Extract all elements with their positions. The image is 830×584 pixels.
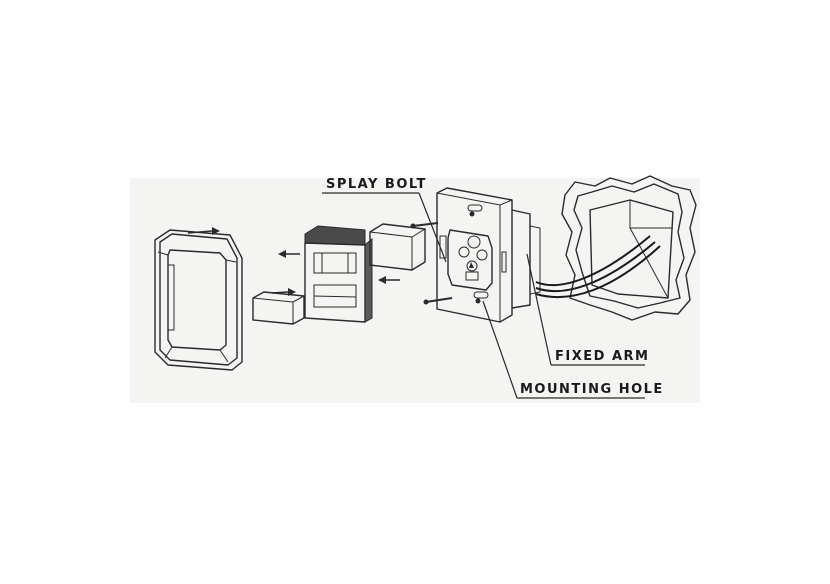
- arrow-insert-left: [378, 276, 400, 284]
- arrow-button-right: [271, 288, 296, 296]
- arrow-frame-left: [278, 250, 300, 258]
- leader-mounting-hole: [482, 300, 645, 399]
- splay-bolt-top: [410, 222, 439, 229]
- mounting-plate: [436, 187, 541, 323]
- label-fixed-arm: FIXED ARM: [555, 349, 649, 364]
- wires: [535, 235, 661, 299]
- arrow-cover-right: [187, 227, 220, 235]
- leader-fixed-arm: [526, 253, 645, 366]
- wall-box: [561, 175, 697, 321]
- rocker-button: [252, 291, 305, 325]
- leader-splay-bolt: [322, 192, 447, 263]
- insert-block: [369, 223, 426, 271]
- mounting-hole-top: [467, 204, 483, 217]
- label-mounting-hole: MOUNTING HOLE: [520, 382, 664, 397]
- middle-frame: [304, 225, 373, 323]
- splay-bolt-bottom: [423, 297, 453, 305]
- mounting-hole-bottom: [473, 291, 489, 304]
- label-splay-bolt: SPLAY BOLT: [326, 177, 427, 192]
- front-cover: [154, 229, 243, 371]
